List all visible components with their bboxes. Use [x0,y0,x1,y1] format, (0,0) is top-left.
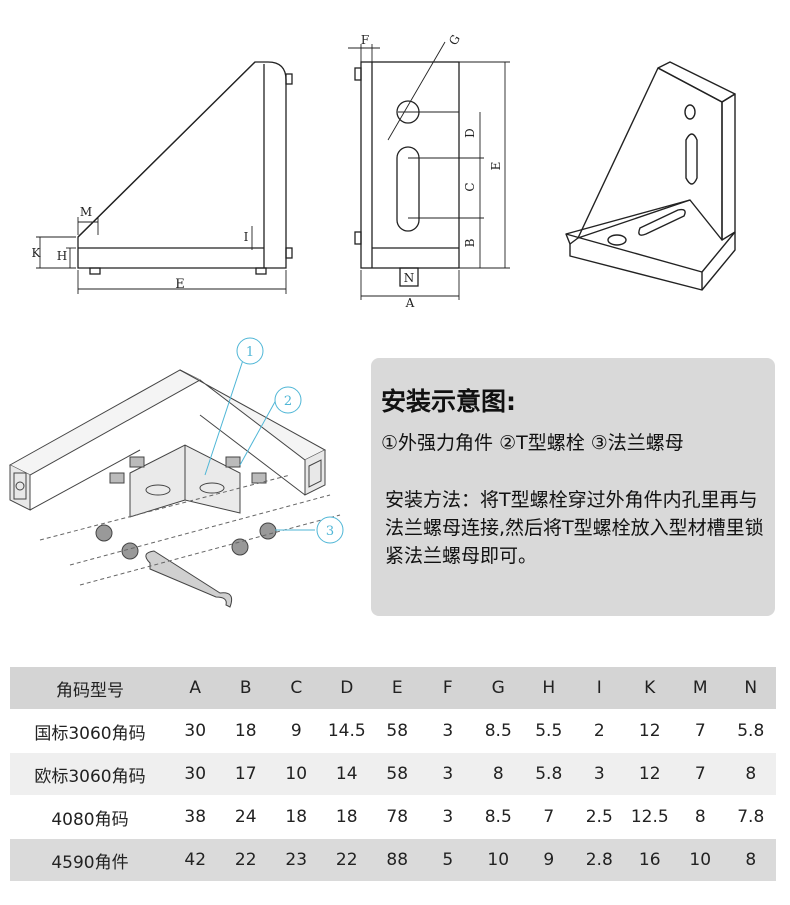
table-row: 4590角件 42 22 23 22 88 5 10 9 2.8 16 10 8 [10,838,776,881]
front-view-drawing [348,41,510,300]
callout-3-label: 3 [326,524,334,539]
dim-label-h: H [57,249,67,263]
table-cell: 10 [473,838,524,881]
table-cell: 23 [271,838,322,881]
table-cell: 14 [321,752,372,796]
installation-title: 安装示意图: [381,387,516,416]
table-header-cell: F [422,667,473,710]
table-cell: 58 [372,752,423,796]
table-cell: 42 [170,838,221,881]
table-cell: 3 [422,752,473,796]
table-header-cell: D [321,667,372,710]
table-cell: 7 [675,752,726,796]
table-cell: 24 [220,795,271,839]
dim-label-front-e: E [489,162,503,171]
table-cell: 8.5 [473,795,524,839]
installation-info-panel: 安装示意图: ①外强力角件 ②T型螺栓 ③法兰螺母 安装方法：将T型螺栓穿过外角… [371,358,775,616]
table-header-cell: E [372,667,423,710]
technical-drawings: E M K H I F G D C [32,32,736,310]
table-cell: 12 [624,709,675,753]
table-cell: 17 [220,752,271,796]
table-cell: 欧标3060角码 [10,752,170,796]
table-cell: 18 [271,795,322,839]
dim-label-n: N [404,271,415,285]
table-cell: 7 [523,795,574,839]
table-row: 4080角码 38 24 18 18 78 3 8.5 7 2.5 12.5 8… [10,795,776,839]
table-cell: 8.5 [473,709,524,753]
dim-label-b: B [463,238,477,247]
dim-label-k: K [32,246,42,260]
table-row: 国标3060角码 30 18 9 14.5 58 3 8.5 5.5 2 12 … [10,709,776,753]
table-cell: 78 [372,795,423,839]
table-header-cell: H [523,667,574,710]
table-cell: 9 [523,838,574,881]
dim-label-i: I [244,230,249,244]
table-header-cell: C [271,667,322,710]
table-header-row: 角码型号 A B C D E F G H I K M N [10,667,776,710]
table-cell: 2.8 [574,838,625,881]
table-cell: 16 [624,838,675,881]
table-cell: 4080角码 [10,795,170,839]
dim-label-side-e: E [175,277,185,292]
table-cell: 58 [372,709,423,753]
table-cell: 5 [422,838,473,881]
table-cell: 2 [574,709,625,753]
table-cell: 8 [675,795,726,839]
table-cell: 5.5 [523,709,574,753]
table-cell: 10 [675,838,726,881]
assembly-diagram: 1 2 3 [8,337,344,608]
table-cell: 22 [220,838,271,881]
table-cell: 3 [422,709,473,753]
table-cell: 30 [170,709,221,753]
installation-method: 安装方法：将T型螺栓穿过外角件内孔里再与法兰螺母连接,然后将T型螺栓放入型材槽里… [385,489,764,567]
dim-label-c: C [463,182,477,191]
isometric-view-drawing [565,61,736,291]
table-cell: 12 [624,752,675,796]
table-cell: 2.5 [574,795,625,839]
side-view-drawing [36,61,293,294]
table-cell: 10 [271,752,322,796]
table-cell: 18 [220,709,271,753]
table-cell: 14.5 [321,709,372,753]
parts-list: ①外强力角件 ②T型螺栓 ③法兰螺母 [381,432,684,454]
table-cell: 12.5 [624,795,675,839]
spec-table: 角码型号 A B C D E F G H I K M N 国标3060角码 30… [10,667,776,881]
table-header-cell: I [574,667,625,710]
table-cell: 4590角件 [10,838,170,881]
table-header-cell: B [220,667,271,710]
table-header-cell: 角码型号 [10,667,170,710]
table-cell: 8 [725,838,776,881]
table-header-cell: K [624,667,675,710]
dim-label-m: M [80,205,92,219]
table-cell: 8 [473,752,524,796]
table-cell: 7 [675,709,726,753]
callout-2-label: 2 [284,394,292,409]
table-cell: 5.8 [725,709,776,753]
table-cell: 88 [372,838,423,881]
dim-label-f: F [361,33,369,47]
callout-1-label: 1 [246,345,254,360]
table-cell: 3 [574,752,625,796]
table-cell: 8 [725,752,776,796]
table-cell: 3 [422,795,473,839]
dim-label-a: A [405,296,415,310]
table-header-cell: G [473,667,524,710]
table-cell: 18 [321,795,372,839]
table-cell: 7.8 [725,795,776,839]
dim-label-g: G [446,32,463,47]
table-cell: 9 [271,709,322,753]
dim-label-d: D [463,128,477,138]
table-header-cell: A [170,667,221,710]
table-cell: 国标3060角码 [10,709,170,753]
table-cell: 38 [170,795,221,839]
table-cell: 22 [321,838,372,881]
table-header-cell: M [675,667,726,710]
table-row: 欧标3060角码 30 17 10 14 58 3 8 5.8 3 12 7 8 [10,752,776,796]
table-cell: 5.8 [523,752,574,796]
table-header-cell: N [725,667,776,710]
table-cell: 30 [170,752,221,796]
